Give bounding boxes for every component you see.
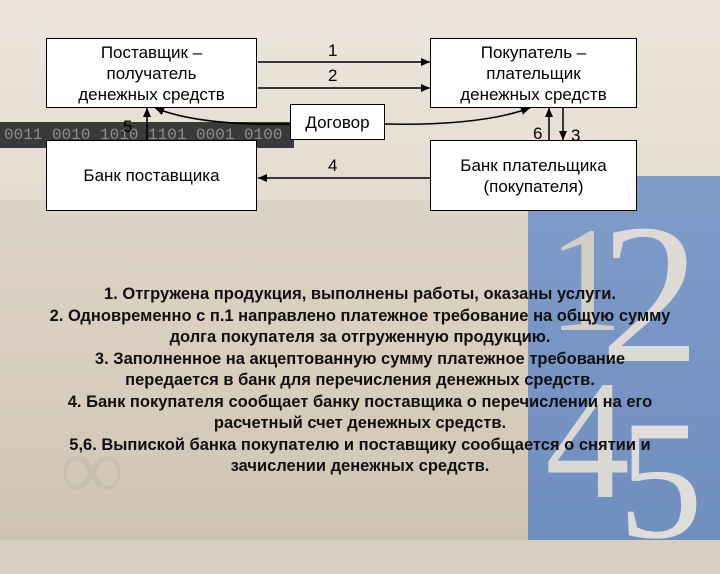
decorative-blue-panel	[528, 176, 720, 540]
supplier-bank-box-text: Банк поставщика	[83, 166, 220, 185]
label-3: 3	[571, 126, 581, 145]
label-2: 2	[328, 66, 338, 85]
description-line: зачислении денежных средств.	[230, 457, 490, 475]
supplier-box-text: Поставщик – получатель денежных средств	[78, 42, 225, 104]
description-line: расчетный счет денежных средств.	[213, 414, 507, 432]
buyer-box-text: Покупатель – плательщик денежных средств	[460, 42, 607, 104]
buyer-bank-box-text: Банк плательщика (покупателя)	[460, 155, 607, 196]
arrow-contract-left	[154, 107, 291, 125]
description-text: 1. Отгружена продукция, выполнены работы…	[0, 284, 720, 478]
label-1: 1	[328, 41, 338, 60]
label-5: 5	[123, 117, 133, 136]
decorative-digit-2: 2	[600, 184, 700, 405]
contract-box-text: Договор	[305, 112, 370, 132]
decorative-digit-5: 5	[618, 386, 703, 574]
contract-box: Договор	[290, 104, 385, 140]
buyer-bank-box: Банк плательщика (покупателя)	[430, 140, 637, 211]
description-line: долга покупателя за отгруженную продукци…	[169, 328, 551, 346]
description-line: передается в банк для перечисления денеж…	[125, 371, 595, 389]
description-line: 3. Заполненное на акцептованную сумму пл…	[94, 349, 626, 368]
description-line: 5,6. Выпиской банка покупателю и поставщ…	[69, 435, 651, 454]
description-line: 1. Отгружена продукция, выполнены работы…	[104, 285, 616, 303]
decorative-digit-1: 1	[548, 197, 623, 363]
label-6: 6	[533, 124, 543, 143]
diagram-arrows	[143, 58, 567, 182]
arrow-contract-right	[384, 107, 531, 125]
buyer-box: Покупатель – плательщик денежных средств	[430, 38, 637, 108]
decorative-tilde: ∞	[60, 420, 125, 519]
decorative-digit-4: 4	[545, 346, 630, 534]
supplier-bank-box: Банк поставщика	[46, 140, 257, 211]
description-line: 4. Банк покупателя сообщает банку постав…	[67, 392, 653, 411]
description-line: 2. Одновременно с п.1 направлено платежн…	[49, 306, 671, 325]
supplier-box: Поставщик – получатель денежных средств	[46, 38, 257, 108]
label-4: 4	[328, 156, 338, 175]
